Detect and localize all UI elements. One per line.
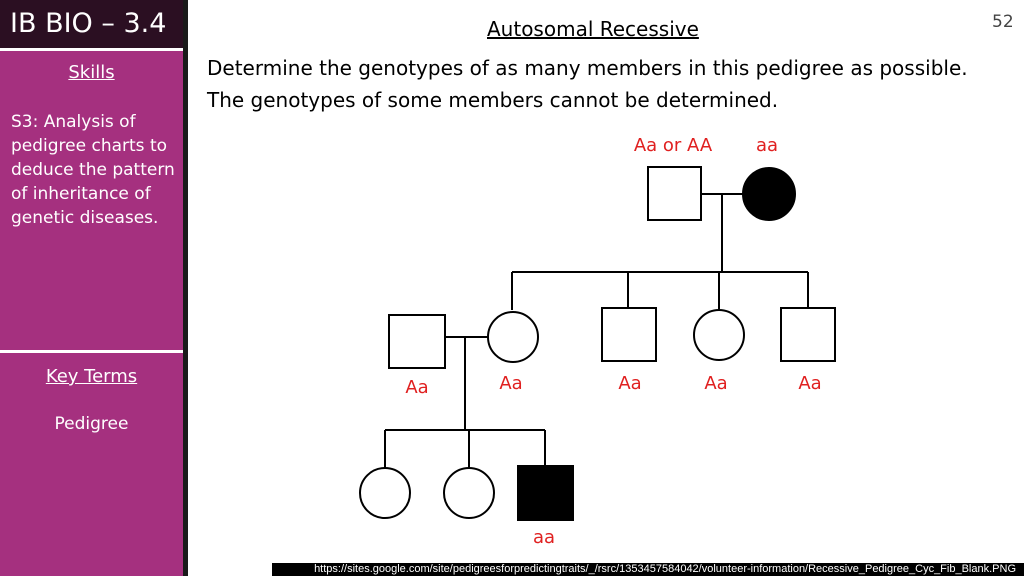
- genotype-label: Aa: [405, 377, 428, 398]
- key-terms-heading: Key Terms: [45, 366, 138, 387]
- skills-heading: Skills: [68, 62, 115, 83]
- skills-text: S3: Analysis of pedigree charts to deduc…: [11, 112, 175, 228]
- sidebar-divider: [0, 350, 183, 353]
- granddaughter-circle: [359, 467, 411, 519]
- instructions: Determine the genotypes of as many membe…: [207, 56, 968, 112]
- son-3-square: [780, 307, 836, 362]
- daughter-circle: [487, 311, 539, 363]
- genotype-label: Aa: [704, 373, 727, 394]
- daughter-2-circle: [693, 309, 745, 361]
- genotype-label: aa: [756, 135, 778, 156]
- genotype-label: Aa: [798, 373, 821, 394]
- sidebar-title: IB BIO – 3.4: [0, 0, 183, 48]
- page-number: 52: [992, 12, 1014, 32]
- sidebar: [0, 0, 183, 576]
- genotype-label: aa: [533, 527, 555, 548]
- sidebar-edge: [183, 0, 188, 576]
- genotype-label: Aa: [499, 373, 522, 394]
- sidebar-divider: [0, 48, 183, 51]
- grandson-square: [517, 465, 574, 521]
- genotype-label: Aa or AA: [634, 135, 713, 156]
- key-term: Pedigree: [54, 414, 129, 434]
- son-2-square: [601, 307, 657, 362]
- slide-title: Autosomal Recessive: [487, 17, 699, 41]
- genotype-label: Aa: [618, 373, 641, 394]
- grandfather-square: [647, 166, 702, 221]
- grandmother-circle: [742, 167, 796, 221]
- source-url: https://sites.google.com/site/pedigreesf…: [272, 563, 1024, 576]
- son-in-law-square: [388, 314, 446, 369]
- granddaughter-2-circle: [443, 467, 495, 519]
